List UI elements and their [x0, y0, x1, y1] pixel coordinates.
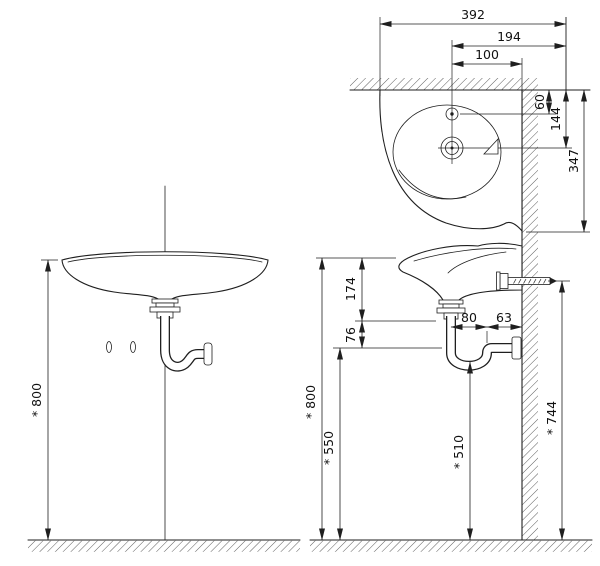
dim-label-63: 63 [496, 310, 512, 325]
drain-inner [445, 141, 459, 155]
mounting-hole-right [130, 341, 136, 353]
faucet-hole [445, 107, 459, 121]
basin-front-rim-line [67, 254, 263, 263]
dim-label-60: 60 [532, 94, 547, 110]
floor-hatch-left [28, 540, 300, 552]
basin-side-rim-line [413, 247, 517, 262]
dim-label-392: 392 [461, 7, 485, 22]
floor-hatch-right [310, 540, 592, 552]
dim-rim-to-drain: 174 [316, 257, 436, 322]
right-wall-hatch [522, 90, 538, 540]
side-drain-washer-1 [438, 299, 464, 305]
dim-label-550: * 550 [321, 431, 336, 465]
basin-side-outline [398, 242, 523, 306]
dim-pipe-height: * 510 [451, 361, 473, 541]
dim-label-800-side: * 800 [303, 385, 318, 419]
basin-side-bowl-line [447, 251, 507, 274]
dim-label-347: 347 [566, 149, 581, 173]
plan-view: 392 194 100 60 144 347 [379, 7, 590, 233]
drain-outer [440, 136, 464, 160]
dim-drain-depth: 144 [548, 17, 569, 149]
bolt-nut [499, 273, 509, 289]
side-drain-washer-2 [442, 303, 460, 309]
dim-label-174: 174 [343, 277, 358, 301]
trap-wall-flange-front [203, 342, 213, 366]
dim-faucet-depth: 60 [460, 89, 556, 115]
dim-label-510: * 510 [451, 435, 466, 469]
dim-label-76: 76 [343, 327, 358, 343]
dim-front-rim-height: * 800 [29, 259, 58, 541]
drain-center [450, 146, 454, 150]
drain-washer-2 [155, 302, 175, 308]
dim-center-to-edge: 194 [451, 29, 567, 49]
drain-washer-1 [151, 298, 179, 304]
mounting-hole-left [106, 341, 112, 353]
dim-faucet-to-wall: 100 [451, 47, 523, 90]
dim-outlet-height: * 550 [321, 347, 343, 541]
basin-plan-outline [379, 89, 523, 233]
p-trap-front-inner [161, 316, 206, 371]
bolt-washer [496, 271, 501, 291]
dim-trap-to-wall: 63 [486, 310, 523, 330]
dim-trap-width: 80 [450, 310, 488, 343]
dim-side-rim-height: * 800 [303, 257, 325, 541]
p-trap-side-inner [447, 316, 518, 370]
dim-label-100: 100 [475, 47, 499, 62]
front-view: * 800 [27, 185, 301, 552]
dim-label-744: * 744 [544, 401, 559, 435]
dim-overall-depth: 347 [526, 89, 590, 233]
dim-label-194: 194 [497, 29, 521, 44]
dim-label-144: 144 [548, 107, 563, 131]
faucet-hole-center [450, 112, 454, 116]
side-view: 174 76 80 63 * 800 * 550 * 510 [303, 242, 593, 552]
drain-washer-3 [149, 306, 181, 313]
dim-bracket-height: * 744 [544, 280, 570, 541]
overflow-mark [483, 137, 499, 155]
dim-label-800-front: * 800 [29, 383, 44, 417]
basin-bowl-front-lip [398, 169, 467, 200]
dim-drain-to-outlet: 76 [333, 320, 442, 349]
top-wall-hatch [350, 78, 538, 90]
dim-label-80: 80 [461, 310, 477, 325]
basin-front-outline [61, 251, 269, 302]
trap-wall-flange-side [511, 336, 522, 360]
